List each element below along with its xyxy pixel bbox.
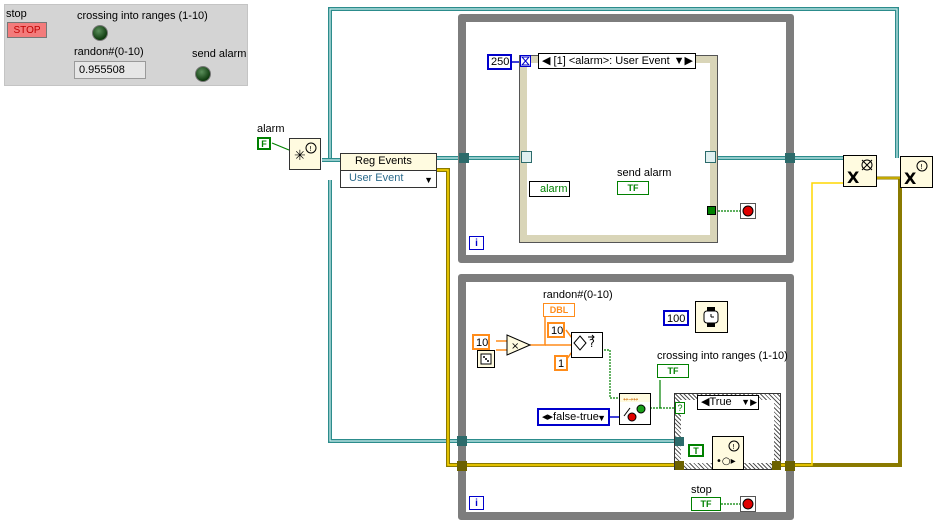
stop-sign-icon [742,205,754,217]
multiplier-constant[interactable]: 10 [472,334,490,350]
case-true-constant[interactable]: T [688,444,704,457]
reg-events-user-event: User Event [349,172,404,184]
event-case-label: [1] <alarm>: User Event [553,55,670,67]
top-loop-iteration-terminal: i [469,236,484,250]
stop-sign-icon [742,498,754,510]
case-prev-icon[interactable]: ◀ [701,396,710,408]
selector-prev-icon[interactable]: ◀ [542,55,551,67]
dynamic-event-terminal-left [521,151,532,163]
send-alarm-label: send alarm [192,48,247,60]
random-label: randon#(0-10) [74,46,144,58]
timeout-constant[interactable]: 250 [487,54,512,70]
bottom-while-loop [458,274,794,520]
case-selector[interactable]: ◀True ▼▶ [697,395,759,410]
hourglass-icon [520,55,531,67]
case-selector-label: True [709,396,732,408]
in-range-node[interactable]: ? [571,332,603,358]
reg-events-dropdown-icon[interactable]: ▼ [424,175,433,185]
selector-next-icon[interactable]: ▼▶ [673,55,693,67]
svg-text:•○▸: •○▸ [716,456,736,467]
enum-dropdown-icon[interactable]: ▼ [597,413,606,423]
svg-text:!: ! [920,163,923,171]
svg-text:×: × [511,341,519,352]
create-user-event-node[interactable]: ✳ ! [289,138,321,170]
svg-text:X: X [847,168,860,186]
crossing-type-enum[interactable]: ◂▸false-true ▼ [537,408,610,426]
case-selector-terminal: ? [675,402,685,414]
stop-terminal[interactable]: TF [691,497,721,511]
reg-events-label: Reg Events [355,155,412,167]
bottom-loop-iteration-terminal: i [469,496,484,510]
lower-limit-constant[interactable]: 1 [554,355,568,371]
unregister-icon: X [847,159,873,187]
crossing-indicator-terminal[interactable]: TF [657,364,689,378]
crossing-led [92,25,108,41]
stop-indicator-label: stop [691,484,712,496]
alarm-false-constant[interactable]: F [257,137,271,150]
dynamic-event-terminal-right [705,151,716,163]
multiply-icon: × [506,334,532,356]
in-range-icon: ? [573,334,595,351]
case-tunnel-refnum [675,437,684,446]
bottom-loop-tunnel-refnum [457,436,467,446]
event-data-alarm: alarm [529,181,570,197]
wait-ms-constant[interactable]: 100 [663,310,689,326]
stop-button[interactable]: STOP [7,22,47,38]
bottom-loop-stop-terminal[interactable] [740,496,756,512]
reg-events-node[interactable]: Reg Events User Event ▼ [340,153,437,188]
send-alarm-indicator-label: send alarm [617,167,672,179]
boolean-crossing-node[interactable]: ↔→↔ [619,393,651,425]
alarm-label: alarm [257,123,285,135]
boolean-crossing-icon: ↔→↔ [620,394,650,422]
svg-text:↔→↔: ↔→↔ [623,396,638,403]
create-event-icon: ✳ ! [294,142,317,164]
svg-text:✳: ✳ [294,148,306,164]
svg-text:!: ! [309,145,312,153]
random-indicator: 0.955508 [74,61,146,79]
generate-user-event-node[interactable]: ! •○▸ [712,436,744,470]
bottom-loop-tunnel-error-out [785,461,795,471]
svg-text:!: ! [732,443,735,451]
random-dice-icon[interactable] [477,350,495,368]
upper-limit-constant[interactable]: 10 [547,322,565,338]
case-tunnel-error-out [772,461,781,470]
destroy-event-icon: X! [904,160,928,188]
bottom-loop-tunnel-error-in [457,461,467,471]
random-indicator-terminal[interactable]: DBL [543,303,575,317]
generate-event-icon: ! •○▸ [716,440,740,467]
enum-arrows-icon: ◂▸ [542,411,554,423]
crossing-indicator-label: crossing into ranges (1-10) [657,350,788,362]
svg-text:?: ? [589,337,595,350]
wait-ms-node[interactable] [695,301,728,333]
svg-text:X: X [904,169,917,187]
top-loop-tunnel-in [459,153,469,163]
top-loop-tunnel-out [785,153,795,163]
unregister-events-node[interactable]: X [843,155,877,187]
random-indicator-label: randon#(0-10) [543,289,613,301]
stop-label: stop [6,8,27,20]
send-alarm-indicator[interactable]: TF [617,181,649,195]
multiply-node[interactable]: × [506,334,532,356]
enum-value: false-true [553,411,599,423]
event-structure[interactable] [519,55,718,243]
stop-tunnel [707,206,716,215]
destroy-user-event-node[interactable]: X! [900,156,933,188]
wait-watch-icon [703,307,719,327]
crossing-label: crossing into ranges (1-10) [77,10,208,22]
case-next-icon[interactable]: ▼▶ [741,397,757,407]
event-case-selector[interactable]: ◀ [1] <alarm>: User Event ▼▶ [538,53,696,69]
case-tunnel-error-in [675,461,684,470]
top-loop-stop-terminal[interactable] [740,203,756,219]
top-while-loop [458,14,794,263]
send-alarm-led [195,66,211,82]
